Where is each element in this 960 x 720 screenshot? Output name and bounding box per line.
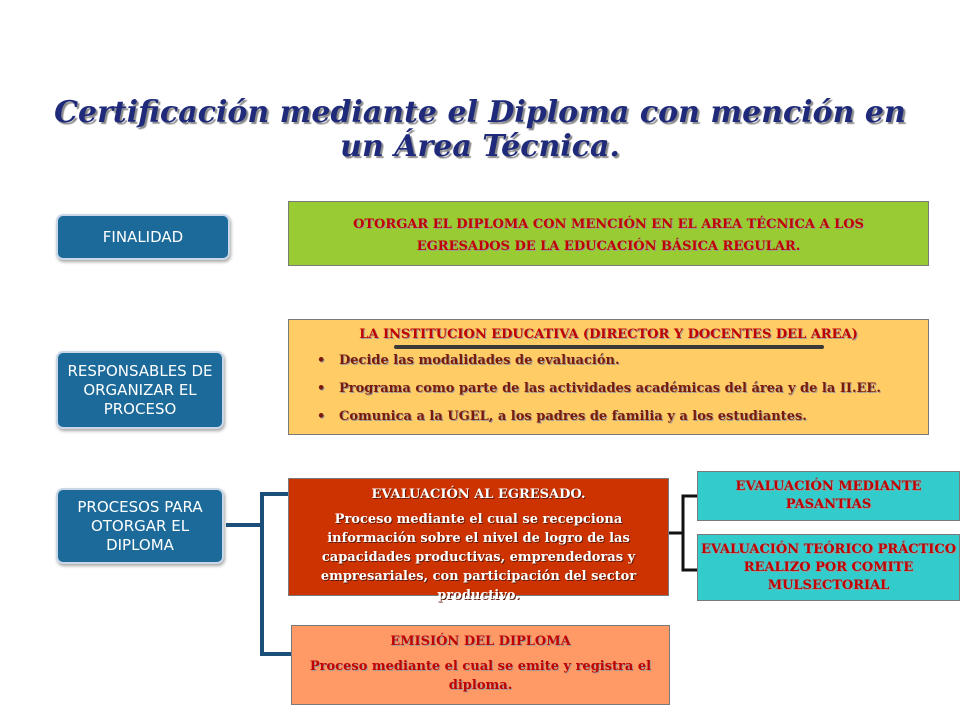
label-responsables: RESPONSABLES DE ORGANIZAR EL PROCESO [56,351,224,429]
heading-underline [393,345,824,349]
finalidad-box: OTORGAR EL DIPLOMA CON MENCIÓN EN EL ARE… [288,201,929,266]
list-item-text: Decide las modalidades de evaluación. [339,353,620,368]
pasantias-text: EVALUACIÓN MEDIANTE PASANTIAS [735,479,922,512]
finalidad-line-1: OTORGAR EL DIPLOMA CON MENCIÓN EN EL ARE… [353,217,864,232]
evaluacion-box: EVALUACIÓN AL EGRESADO. Proceso mediante… [288,478,669,603]
list-item-text: Programa como parte de las actividades a… [339,381,881,396]
emision-body: Proceso mediante el cual se emite y regi… [309,659,652,693]
responsables-box: LA INSTITUCION EDUCATIVA (DIRECTOR Y DOC… [288,319,929,435]
bracket-left [226,492,291,656]
finalidad-line-2: EGRESADOS DE LA EDUCACIÓN BÁSICA REGULAR… [416,239,801,254]
bullet-icon: • [317,353,326,368]
teorico-box: EVALUACIÓN TEÓRICO PRÁCTICO REALIZO POR … [697,534,960,601]
bracket-right [669,494,697,572]
list-item-text: Comunica a la UGEL, a los padres de fami… [339,409,807,424]
responsables-list: • Decide las modalidades de evaluación. •… [301,352,916,426]
bullet-icon: • [317,381,326,396]
evaluacion-body: Proceso mediante el cual se recepciona i… [320,512,637,603]
emision-title: EMISIÓN DEL DIPLOMA [390,634,571,649]
responsables-heading: LA INSTITUCION EDUCATIVA (DIRECTOR Y DOC… [359,327,858,342]
pasantias-box: EVALUACIÓN MEDIANTE PASANTIAS [697,471,960,521]
list-item: • Decide las modalidades de evaluación. [317,352,916,370]
label-finalidad: FINALIDAD [56,214,230,260]
bullet-icon: • [317,409,326,424]
emision-box: EMISIÓN DEL DIPLOMA Proceso mediante el … [291,625,670,705]
page-title: Certificación mediante el Diploma con me… [54,95,906,164]
evaluacion-title: EVALUACIÓN AL EGRESADO. [371,487,586,502]
list-item: • Comunica a la UGEL, a los padres de fam… [317,408,916,426]
teorico-text: EVALUACIÓN TEÓRICO PRÁCTICO REALIZO POR … [700,541,957,593]
list-item: • Programa como parte de las actividades … [317,380,916,398]
label-procesos: PROCESOS PARA OTORGAR EL DIPLOMA [56,488,224,564]
